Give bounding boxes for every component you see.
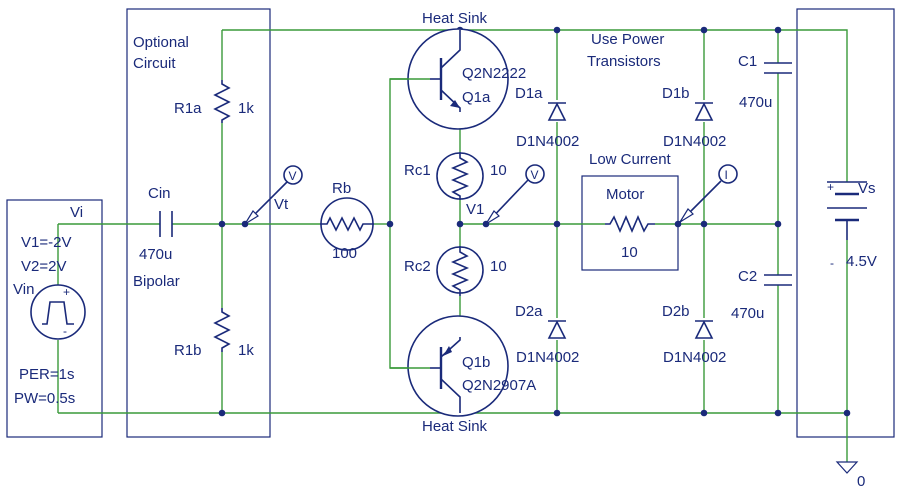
current-probe-glyph: I: [725, 168, 728, 182]
source-box: [6, 199, 103, 438]
diode-d2a[interactable]: [547, 320, 567, 339]
c2-name: C2: [738, 268, 757, 285]
net-label-vt: Vt: [274, 196, 289, 213]
low-current-label: Low Current: [589, 151, 672, 168]
c1-value: 470u: [739, 94, 772, 111]
d2b-name: D2b: [662, 303, 690, 320]
current-probe[interactable]: I: [679, 164, 738, 223]
optional-circuit-label-line2: Circuit: [133, 55, 176, 72]
heat-sink-label-bottom: Heat Sink: [422, 418, 488, 435]
use-power-label-line2: Transistors: [587, 53, 661, 70]
q1a-name: Q1a: [462, 89, 491, 106]
resistor-rc1[interactable]: [436, 152, 484, 200]
use-power-label-line1: Use Power: [591, 31, 664, 48]
motor-value: 10: [621, 244, 638, 261]
diode-d2b[interactable]: [694, 320, 714, 339]
heat-sink-label-top: Heat Sink: [422, 10, 488, 27]
vin-v1-param: V1=-2V: [21, 234, 71, 251]
diode-d1a[interactable]: [547, 102, 567, 121]
r1a-name: R1a: [174, 100, 202, 117]
d1b-name: D1b: [662, 85, 690, 102]
rc2-name: Rc2: [404, 258, 431, 275]
supply-box: [796, 8, 895, 438]
q1b-part: Q2N2907A: [462, 377, 536, 394]
bipolar-label: Bipolar: [133, 273, 180, 290]
d2a-part: D1N4002: [516, 349, 579, 366]
rb-name: Rb: [332, 180, 351, 197]
r1b-name: R1b: [174, 342, 202, 359]
ground-symbol: [835, 461, 859, 474]
r1a-value: 1k: [238, 100, 254, 117]
transistor-q1b[interactable]: [390, 315, 509, 417]
c1-name: C1: [738, 53, 757, 70]
optional-circuit-box: [126, 8, 271, 438]
vin-v2-param: V2=2V: [21, 258, 66, 275]
vs-name: Vs: [858, 180, 876, 197]
rc1-name: Rc1: [404, 162, 431, 179]
diode-d1b[interactable]: [694, 102, 714, 121]
vin-minus-sign: -: [63, 324, 67, 338]
d1a-part: D1N4002: [516, 133, 579, 150]
resistor-rb[interactable]: [320, 197, 374, 251]
voltage-probe-v1[interactable]: V: [485, 164, 545, 225]
capacitor-c1[interactable]: [764, 62, 792, 74]
wires: [57, 29, 848, 462]
q1b-name: Q1b: [462, 354, 490, 371]
rb-value: 100: [332, 245, 357, 262]
motor-label: Motor: [606, 186, 644, 203]
pulse-source-vin[interactable]: + -: [30, 284, 86, 340]
v1-probe-glyph: V: [531, 168, 539, 182]
r1b-value: 1k: [238, 342, 254, 359]
motor-resistor[interactable]: [605, 214, 655, 234]
vt-probe-glyph: V: [289, 169, 297, 183]
capacitor-cin[interactable]: [159, 211, 173, 237]
vin-name: Vin: [13, 281, 34, 298]
resistor-r1b[interactable]: [213, 308, 231, 352]
resistor-rc2[interactable]: [436, 246, 484, 296]
net-label-vi: Vi: [70, 204, 83, 221]
vs-plus-sign: +: [827, 180, 834, 194]
voltage-probe-vt[interactable]: V: [244, 165, 303, 225]
capacitor-c2[interactable]: [764, 274, 792, 286]
vs-minus-sign: -: [830, 256, 834, 270]
cin-value: 470u: [139, 246, 172, 263]
vs-value: 4.5V: [846, 253, 877, 270]
resistor-r1a[interactable]: [213, 80, 231, 123]
d1b-part: D1N4002: [663, 133, 726, 150]
vin-plus-sign: +: [63, 285, 70, 299]
optional-circuit-label-line1: Optional: [133, 34, 189, 51]
net-label-v1: V1: [466, 201, 484, 218]
c2-value: 470u: [731, 305, 764, 322]
ground-label: 0: [857, 473, 865, 490]
cin-name: Cin: [148, 185, 171, 202]
rc2-value: 10: [490, 258, 507, 275]
vin-per-param: PER=1s: [19, 366, 74, 383]
d2a-name: D2a: [515, 303, 543, 320]
vin-pw-param: PW=0.5s: [14, 390, 75, 407]
d1a-name: D1a: [515, 85, 543, 102]
rc1-value: 10: [490, 162, 507, 179]
transistor-q1a[interactable]: [390, 28, 509, 130]
battery-vs[interactable]: + -: [827, 180, 867, 270]
d2b-part: D1N4002: [663, 349, 726, 366]
q1a-part: Q2N2222: [462, 65, 526, 82]
